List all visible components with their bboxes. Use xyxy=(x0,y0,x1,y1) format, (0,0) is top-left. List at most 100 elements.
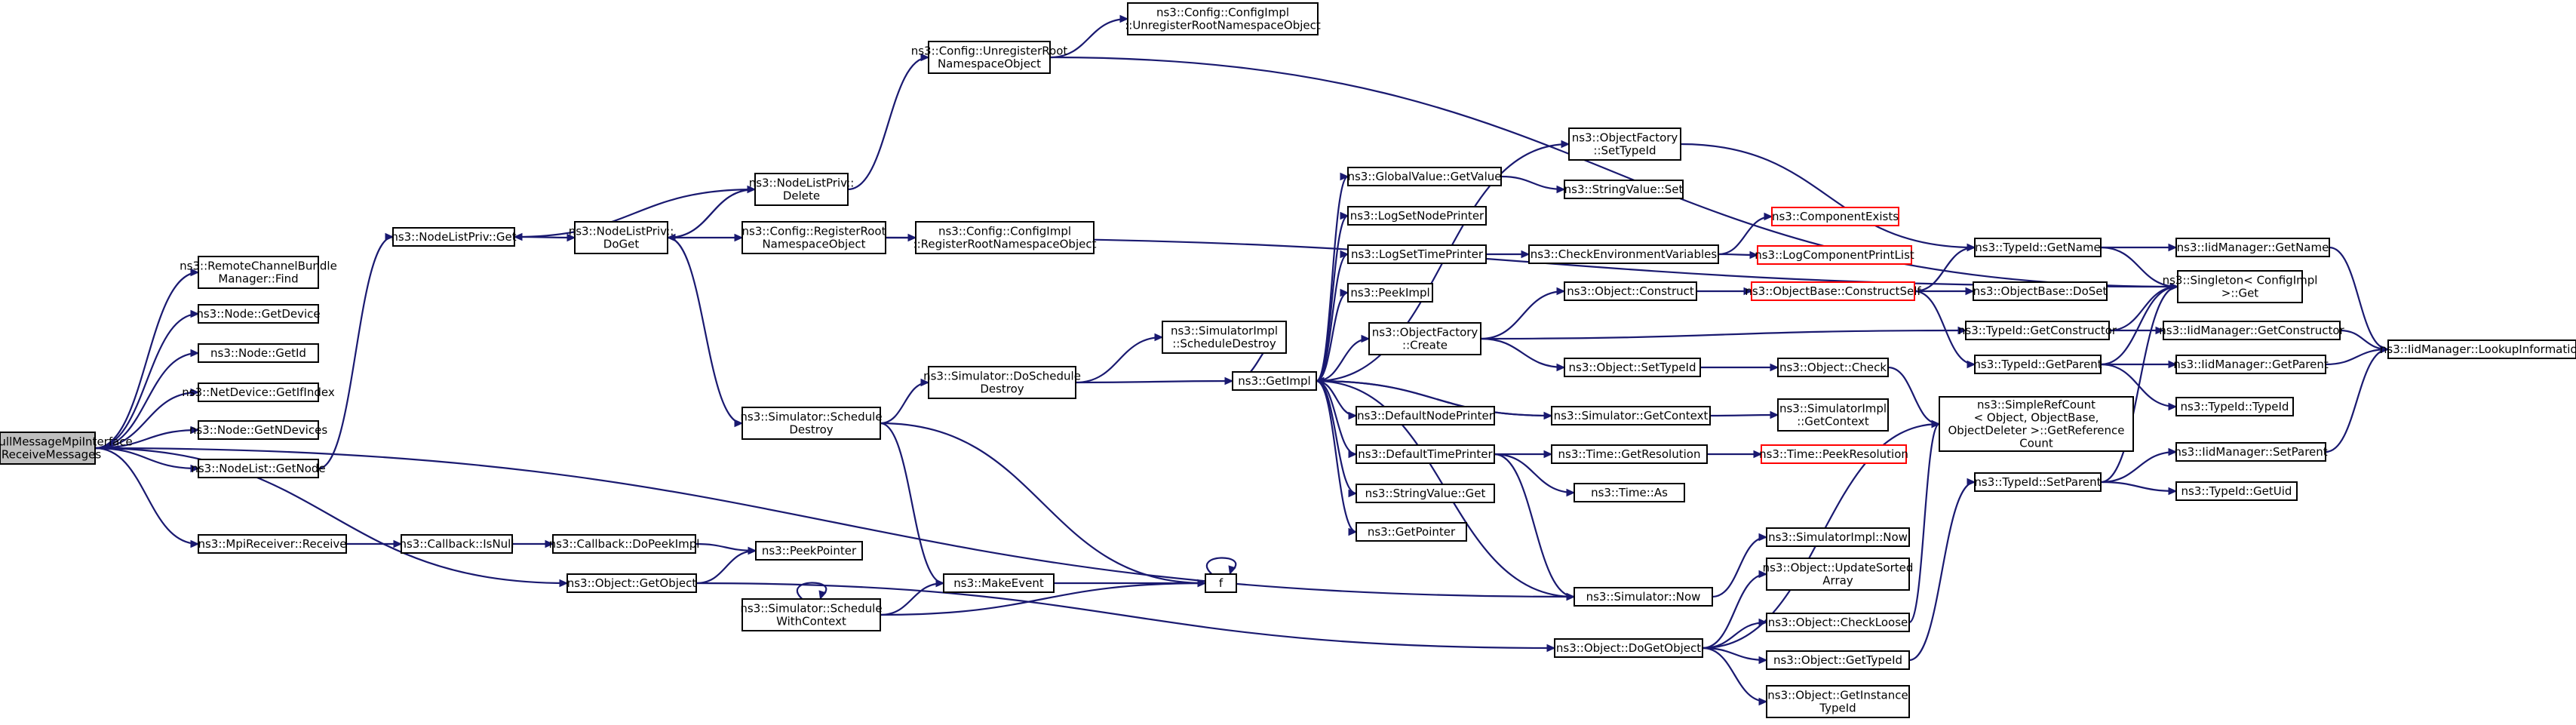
function-node-sim-get-context[interactable]: ns3::Simulator::GetContext xyxy=(1551,406,1711,425)
function-node-get-impl[interactable]: ns3::GetImpl xyxy=(1232,371,1317,391)
function-node-iid-get-parent[interactable]: ns3::IidManager::GetParent xyxy=(2173,355,2329,374)
function-node-type-id-get-uid[interactable]: ns3::TypeId::GetUid xyxy=(2175,481,2298,501)
function-node-peek-pointer[interactable]: ns3::PeekPointer xyxy=(755,541,863,561)
call-edge-get-impl-to-log-set-node xyxy=(1316,214,1349,382)
function-node-node-list-get-node[interactable]: ns3::NodeList::GetNode xyxy=(191,459,326,478)
function-node-iid-get-name[interactable]: ns3::IidManager::GetName xyxy=(2175,238,2330,257)
function-node-string-value-get[interactable]: ns3::StringValue::Get xyxy=(1356,484,1495,503)
arrowhead xyxy=(1758,656,1768,665)
function-node-iid-lookup[interactable]: ns3::IidManager::LookupInformation xyxy=(2380,339,2576,359)
node-box xyxy=(2387,339,2576,359)
function-node-cb-do-peek-impl[interactable]: ns3::Callback::DoPeekImpl xyxy=(549,534,700,554)
function-node-sim-sched-destroy[interactable]: ns3::Simulator::ScheduleDestroy xyxy=(740,407,883,440)
function-node-log-comp-print[interactable]: ns3::LogComponentPrintList xyxy=(1755,245,1914,265)
function-node-node-get-id[interactable]: ns3::Node::GetId xyxy=(198,343,319,363)
function-node-def-node-printer[interactable]: ns3::DefaultNodePrinter xyxy=(1356,406,1495,425)
call-edge-root-to-sim-now xyxy=(94,447,1575,598)
node-label: ::ScheduleDestroy xyxy=(1172,337,1276,351)
node-box xyxy=(754,173,849,206)
node-label: ns3::Config::ConfigImpl xyxy=(938,225,1071,238)
function-node-type-id-type-id[interactable]: ns3::TypeId::TypeId xyxy=(2175,397,2294,416)
function-node-obj-check[interactable]: ns3::Object::Check xyxy=(1777,358,1889,377)
function-node-node-list-priv-get[interactable]: ns3::NodeListPriv::Get xyxy=(391,227,517,247)
node-box xyxy=(198,459,319,478)
node-box xyxy=(1551,444,1708,464)
function-node-node-get-device[interactable]: ns3::Node::GetDevice xyxy=(196,304,321,324)
function-node-node-get-ndevices[interactable]: ns3::Node::GetNDevices xyxy=(189,420,327,440)
function-node-f[interactable]: f xyxy=(1205,573,1237,593)
function-node-obj-construct[interactable]: ns3::Object::Construct xyxy=(1564,281,1697,301)
node-label: ns3::NullMessageMpiInterface xyxy=(0,435,133,449)
function-node-node-list-priv-do-get[interactable]: ns3::NodeListPriv::DoGet xyxy=(569,221,674,254)
function-node-iid-get-ctor[interactable]: ns3::IidManager::GetConstructor xyxy=(2159,321,2345,340)
function-node-make-event[interactable]: ns3::MakeEvent xyxy=(943,573,1055,593)
node-label: ns3::Simulator::GetContext xyxy=(1554,409,1709,422)
arrowhead xyxy=(1566,488,1576,497)
arrowhead xyxy=(1543,450,1553,459)
node-label: ns3::Time::PeekResolution xyxy=(1759,447,1908,461)
function-node-string-value-set[interactable]: ns3::StringValue::Set xyxy=(1564,180,1684,199)
node-label: ns3::Config::UnregisterRoot xyxy=(911,45,1068,58)
function-node-node-list-priv-delete[interactable]: ns3::NodeListPriv::Delete xyxy=(749,173,855,206)
function-node-config-unreg[interactable]: ns3::Config::UnregisterRootNamespaceObje… xyxy=(911,41,1068,74)
node-label: ns3::SimulatorImpl xyxy=(1779,402,1887,416)
function-node-obj-base-do-set[interactable]: ns3::ObjectBase::DoSet xyxy=(1973,281,2108,301)
function-node-time-as[interactable]: ns3::Time::As xyxy=(1574,483,1685,502)
function-node-def-time-printer[interactable]: ns3::DefaultTimePrinter xyxy=(1356,444,1495,464)
function-node-type-id-get-parent[interactable]: ns3::TypeId::GetParent xyxy=(1973,355,2102,374)
function-node-log-set-time[interactable]: ns3::LogSetTimePrinter xyxy=(1347,244,1487,264)
function-node-time-peek-res[interactable]: ns3::Time::PeekResolution xyxy=(1759,444,1908,464)
function-node-obj-factory-set-type-id[interactable]: ns3::ObjectFactory::SetTypeId xyxy=(1568,127,1681,161)
node-label: ns3::MpiReceiver::Receive xyxy=(198,537,346,551)
function-node-obj-factory-create[interactable]: ns3::ObjectFactory::Create xyxy=(1368,322,1481,355)
function-node-sim-impl-now[interactable]: ns3::SimulatorImpl::Now xyxy=(1766,527,1910,547)
function-node-obj-get-type-id[interactable]: ns3::Object::GetTypeId xyxy=(1766,650,1910,670)
function-node-global-get-value[interactable]: ns3::GlobalValue::GetValue xyxy=(1347,167,1502,186)
function-node-config-impl-reg[interactable]: ns3::Config::ConfigImpl::RegisterRootNam… xyxy=(913,221,1097,254)
function-node-type-id-get-name[interactable]: ns3::TypeId::GetName xyxy=(1974,238,2102,257)
function-node-cb-is-null[interactable]: ns3::Callback::IsNull xyxy=(399,534,514,554)
node-box xyxy=(1777,398,1889,432)
function-node-obj-check-loose[interactable]: ns3::Object::CheckLoose xyxy=(1766,613,1910,632)
function-node-netdev-if-index[interactable]: ns3::NetDevice::GetIfIndex xyxy=(182,382,335,402)
function-node-sim-impl-sched-destroy[interactable]: ns3::SimulatorImpl::ScheduleDestroy xyxy=(1162,321,1287,354)
node-box xyxy=(1127,2,1319,35)
function-node-obj-get-object[interactable]: ns3::Object::GetObject xyxy=(566,573,697,593)
node-box xyxy=(915,221,1095,254)
function-node-iid-set-parent[interactable]: ns3::IidManager::SetParent xyxy=(2174,442,2328,462)
function-node-simple-ref-count[interactable]: ns3::SimpleRefCount< Object, ObjectBase,… xyxy=(1939,396,2134,452)
call-edge-sim-get-context-to-get-impl xyxy=(1316,379,1552,417)
function-node-check-env[interactable]: ns3::CheckEnvironmentVariables xyxy=(1528,244,1719,264)
function-node-comp-exists[interactable]: ns3::ComponentExists xyxy=(1771,207,1899,226)
arrowhead xyxy=(385,232,395,241)
node-label: ns3::ObjectFactory xyxy=(1372,326,1478,339)
function-node-sim-impl-get-context[interactable]: ns3::SimulatorImpl::GetContext xyxy=(1777,398,1889,432)
arrowhead xyxy=(2168,487,2178,496)
node-label: ns3::ComponentExists xyxy=(1772,210,1899,223)
function-node-log-set-node[interactable]: ns3::LogSetNodePrinter xyxy=(1347,206,1487,226)
function-node-obj-base-construct-self[interactable]: ns3::ObjectBase::ConstructSelf xyxy=(1745,281,1921,301)
function-node-mpi-receive[interactable]: ns3::MpiReceiver::Receive xyxy=(198,534,347,554)
function-node-singleton-get[interactable]: ns3::Singleton< ConfigImpl>::Get xyxy=(2163,270,2318,303)
function-node-time-get-res[interactable]: ns3::Time::GetResolution xyxy=(1551,444,1708,464)
function-node-config-reg[interactable]: ns3::Config::RegisterRootNamespaceObject xyxy=(741,221,886,254)
function-node-obj-do-get-object[interactable]: ns3::Object::DoGetObject xyxy=(1554,638,1703,658)
function-node-root[interactable]: ns3::NullMessageMpiInterface::ReceiveMes… xyxy=(0,432,133,465)
function-node-peek-impl[interactable]: ns3::PeekImpl xyxy=(1347,283,1433,303)
function-node-type-id-get-ctor[interactable]: ns3::TypeId::GetConstructor xyxy=(1958,321,2117,340)
function-node-get-pointer[interactable]: ns3::GetPointer xyxy=(1356,522,1467,542)
function-node-obj-set-type-id[interactable]: ns3::Object::SetTypeId xyxy=(1564,358,1701,377)
function-node-type-id-set-parent[interactable]: ns3::TypeId::SetParent xyxy=(1974,472,2102,492)
function-node-sim-now[interactable]: ns3::Simulator::Now xyxy=(1574,587,1713,607)
call-edge-node-list-priv-do-get-to-sim-sched-destroy xyxy=(667,236,743,425)
function-node-config-impl-unreg[interactable]: ns3::Config::ConfigImpl::UnregisterRootN… xyxy=(1125,2,1321,35)
arrowhead xyxy=(1521,250,1531,259)
node-label: ns3::TypeId::GetParent xyxy=(1973,358,2102,371)
node-box xyxy=(741,407,881,440)
node-box xyxy=(2177,270,2303,303)
